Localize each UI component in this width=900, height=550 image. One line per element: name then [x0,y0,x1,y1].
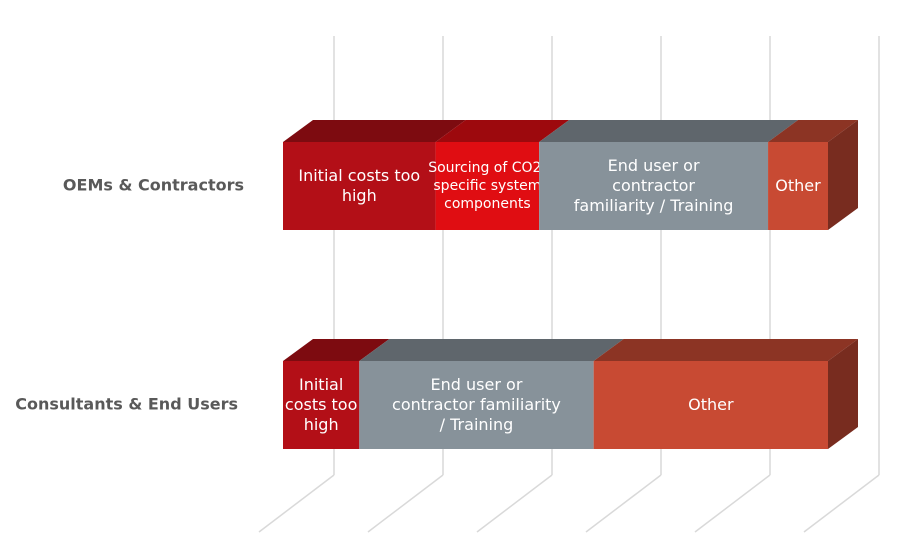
bar-top-sourcing-of-co2-specific-system-components [435,120,570,142]
bar-segment-end-user-or-contractor-familiarity-training [359,361,594,449]
bar-segment-initial-costs-too-high [283,142,436,230]
bar-side-face [828,120,858,230]
floor-gridline [367,474,444,533]
bar-top-initial-costs-too-high [283,339,390,361]
bar-top-initial-costs-too-high [283,120,466,142]
floor-gridline [803,474,880,533]
floor-gridline [476,474,553,533]
bar-segment-sourcing-of-co2-specific-system-components [435,142,540,230]
bar-segment-end-user-or-contractor-familiarity-training [539,142,769,230]
bar-side-face [828,339,858,449]
category-label: OEMs & Contractors [63,176,244,195]
floor-gridline [694,474,771,533]
category-label: Consultants & End Users [15,395,238,414]
bar-top-other [593,339,858,361]
bar-segment-initial-costs-too-high [283,361,360,449]
floor-gridline [585,474,662,533]
segment-label-other: Other [775,176,821,195]
floor-gridline [258,474,335,533]
bar-top-other [768,120,858,142]
segment-label-other: Other [688,395,734,414]
bar-top-end-user-or-contractor-familiarity-training [359,339,624,361]
bar-top-end-user-or-contractor-familiarity-training [539,120,799,142]
bar-segment-other [768,142,828,230]
bar-segment-other [593,361,828,449]
